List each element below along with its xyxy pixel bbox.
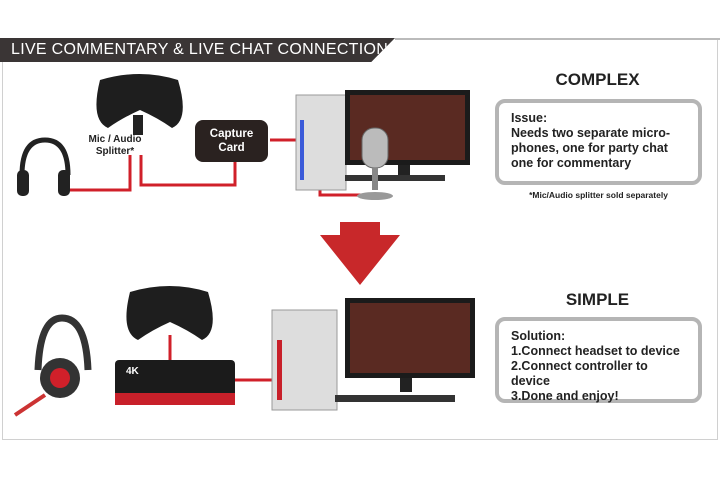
solution-step: 2.Connect controller to device xyxy=(511,359,648,388)
header-rule xyxy=(395,38,720,40)
page-title: LIVE COMMENTARY & LIVE CHAT CONNECTION xyxy=(0,38,395,62)
capture-device-icon xyxy=(115,360,235,405)
simple-heading: SIMPLE xyxy=(565,290,630,309)
splitter-label-line2: Splitter* xyxy=(95,146,135,157)
controller-icon-simple xyxy=(126,286,213,340)
capture-label-line2: Card xyxy=(218,142,245,154)
issue-line: Needs two separate micro- xyxy=(511,126,671,140)
pc-tower-icon-simple xyxy=(271,309,338,411)
monitor-icon-simple xyxy=(335,298,475,402)
microphone-icon xyxy=(357,127,393,200)
complex-heading: COMPLEX xyxy=(555,70,640,89)
issue-line: phones, one for party chat xyxy=(511,141,668,155)
pc-tower-icon xyxy=(295,94,347,191)
solution-step: 3.Done and enjoy! xyxy=(511,389,619,403)
issue-title: Issue: xyxy=(511,111,548,125)
solution-step: 1.Connect headset to device xyxy=(511,344,680,358)
splitter-label-line1: Mic / Audio xyxy=(88,134,142,145)
footnote: *Mic/Audio splitter sold separately xyxy=(529,190,668,200)
solution-box: Solution: 1.Connect headset to device 2.… xyxy=(495,317,702,403)
controller-icon xyxy=(96,74,183,128)
device-badge: 4K xyxy=(126,366,139,377)
arrow-down-icon xyxy=(320,222,400,285)
headset-icon xyxy=(17,137,71,196)
gaming-headset-icon xyxy=(13,314,92,417)
issue-line: one for commentary xyxy=(511,156,632,170)
splitter-icon xyxy=(133,115,143,135)
diagram-frame xyxy=(2,38,718,440)
issue-box: Issue: Needs two separate micro- phones,… xyxy=(495,99,702,185)
solution-title: Solution: xyxy=(511,329,566,343)
capture-label-line1: Capture xyxy=(209,128,254,140)
